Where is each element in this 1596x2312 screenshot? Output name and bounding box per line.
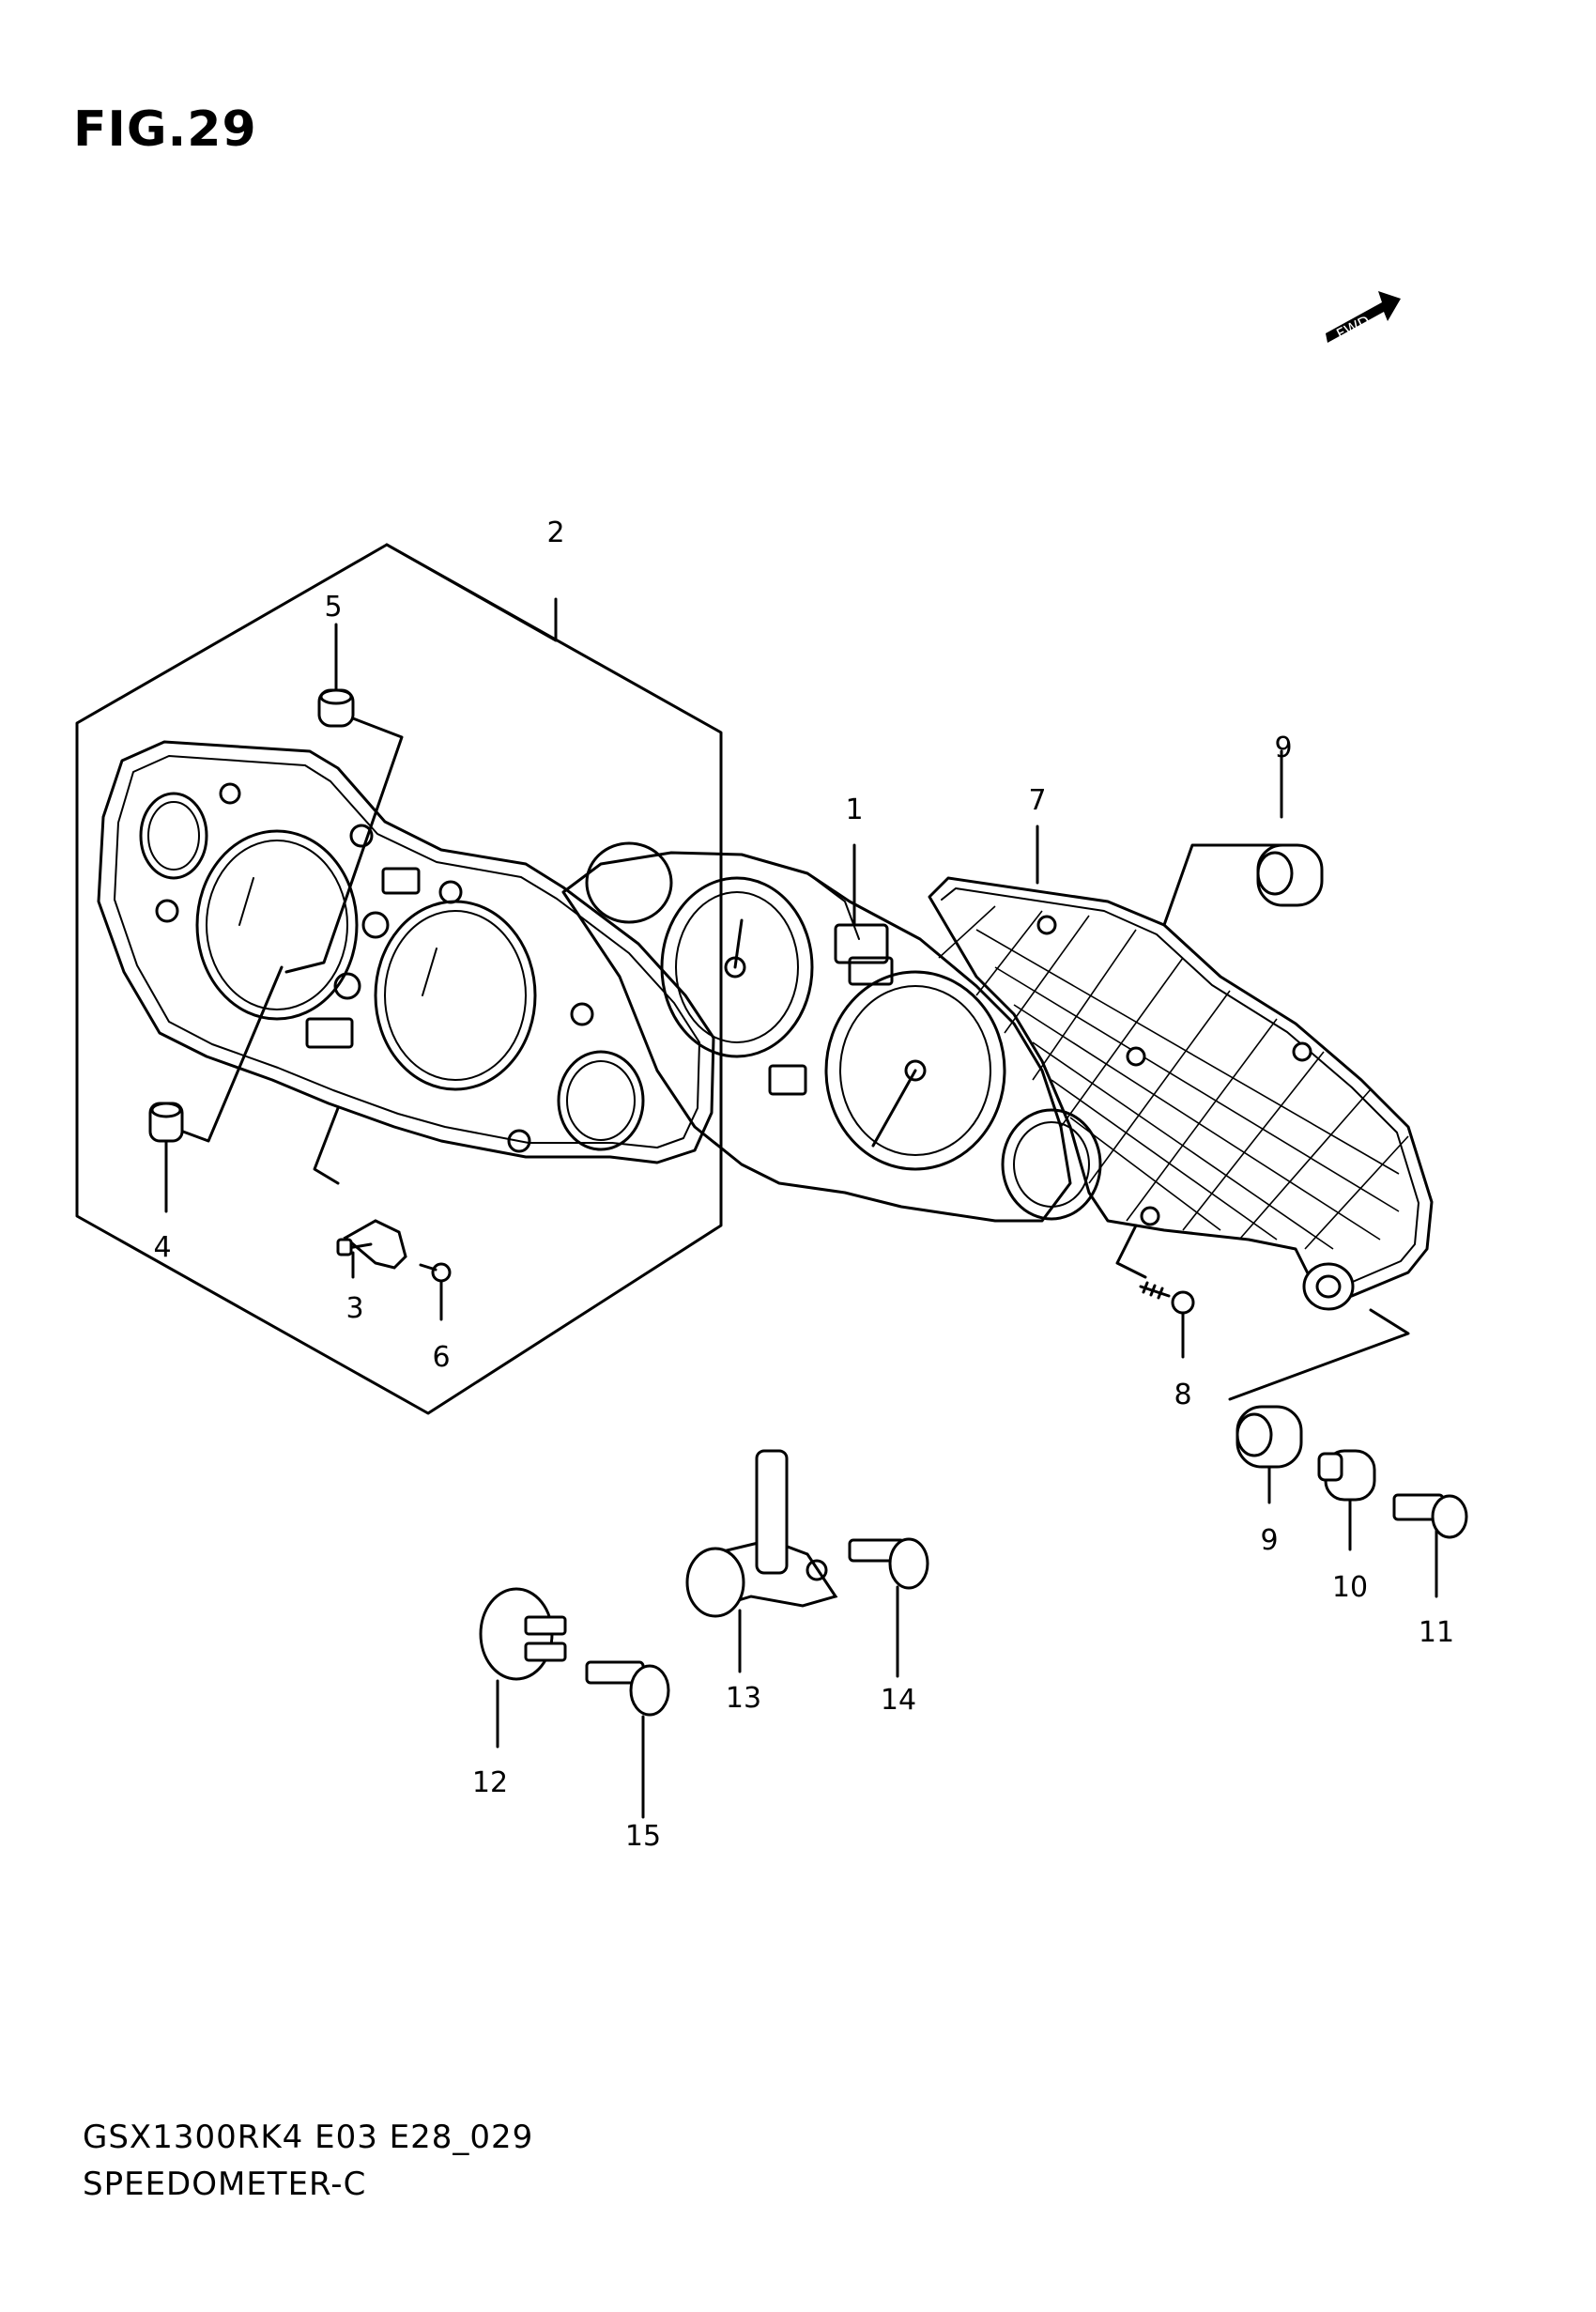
part-13-sensor (685, 1449, 838, 1618)
callout-6: 6 (432, 1341, 450, 1374)
part-8-screw (1139, 1281, 1195, 1315)
assembly-boundary (75, 543, 723, 1415)
fwd-label: FWD (1333, 312, 1373, 343)
part-7-rear-cover (928, 876, 1434, 1311)
part-9-cushion-upper (1256, 843, 1324, 907)
callout-14: 14 (881, 1684, 916, 1717)
callout-3: 3 (345, 1292, 363, 1325)
part-15-bolt (585, 1660, 670, 1717)
callout-13: 13 (726, 1682, 761, 1715)
callout-4: 4 (153, 1231, 171, 1264)
model-code: GSX1300RK4 E03 E28_029 (83, 2119, 534, 2156)
callout-2: 2 (546, 516, 564, 549)
callout-10: 10 (1332, 1571, 1368, 1604)
section-name: SPEEDOMETER-C (83, 2166, 367, 2203)
part-5-grommet (317, 688, 355, 728)
part-14-bolt (848, 1537, 929, 1590)
callout-8: 8 (1174, 1379, 1191, 1411)
callout-12: 12 (472, 1766, 508, 1799)
leader-lines (164, 543, 1438, 1819)
part-3-bulb-socket (336, 1219, 407, 1270)
part-11-bolt (1392, 1493, 1468, 1539)
callout-7: 7 (1028, 784, 1046, 817)
part-4-grommet (148, 1102, 184, 1143)
callout-5: 5 (324, 591, 342, 624)
fwd-arrow-icon: FWD (1326, 291, 1401, 344)
part-12-bulb-holder (479, 1587, 567, 1681)
callout-1: 1 (845, 794, 863, 826)
part-1-meter-assembly (561, 841, 1102, 1223)
callout-9-upper: 9 (1274, 732, 1292, 764)
callout-9-lower: 9 (1260, 1524, 1278, 1557)
part-9-cushion-lower (1235, 1405, 1303, 1469)
callout-15: 15 (625, 1820, 661, 1853)
part-2-meter-case-cover (97, 740, 715, 1164)
part-6-screw (419, 1262, 452, 1283)
part-10-collar (1317, 1449, 1376, 1502)
callout-11: 11 (1419, 1616, 1454, 1649)
figure-title: FIG.29 (73, 101, 257, 158)
